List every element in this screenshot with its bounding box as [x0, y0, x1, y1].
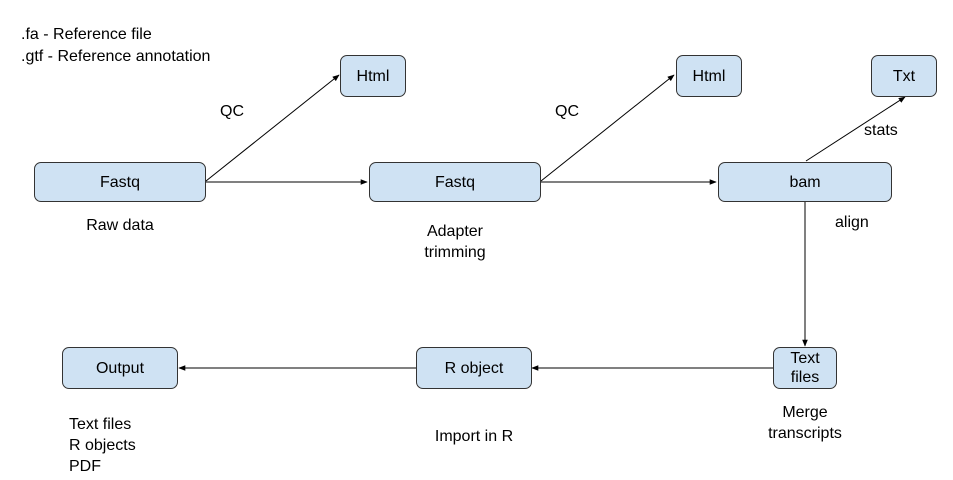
node-output: Output [62, 347, 178, 389]
label-qc1: QC [220, 103, 244, 120]
node-text-files: Text files [773, 347, 837, 389]
label-stats: stats [864, 122, 898, 139]
legend-gtf: .gtf - Reference annotation [21, 48, 211, 65]
node-html-qc1: Html [340, 55, 406, 97]
label-raw-data: Raw data [86, 217, 154, 234]
node-html-qc2: Html [676, 55, 742, 97]
label-qc2: QC [555, 103, 579, 120]
node-fastq-trimmed: Fastq [369, 162, 541, 202]
node-bam: bam [718, 162, 892, 202]
edge-bam-to-txt [805, 96, 906, 162]
node-fastq-raw: Fastq [34, 162, 206, 202]
edge-fastq-trimmed-to-html-qc2 [540, 74, 675, 182]
label-align: align [835, 214, 869, 231]
label-adapter-trimming: Adapter trimming [424, 223, 486, 261]
node-r-object: R object [416, 347, 532, 389]
node-txt: Txt [871, 55, 937, 97]
label-import-in-r: Import in R [434, 428, 514, 445]
legend-fa: .fa - Reference file [21, 26, 152, 43]
label-output-types: Text files R objects PDF [69, 416, 136, 475]
label-merge-transcripts: Merge transcripts [768, 404, 842, 442]
edge-fastq-raw-to-html-qc1 [205, 74, 340, 182]
